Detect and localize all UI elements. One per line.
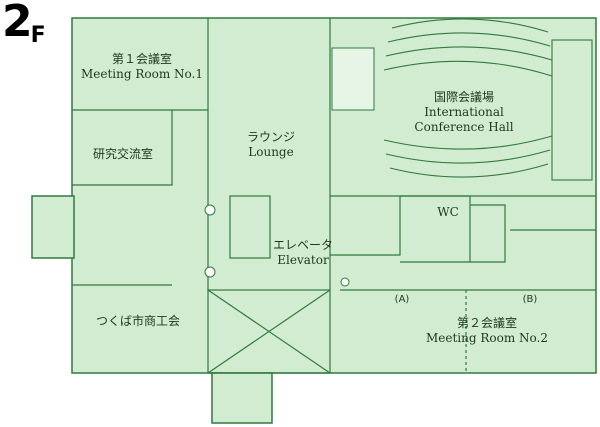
lounge-ja: ラウンジ xyxy=(246,130,295,144)
meeting-room-1-label: 第１会議室 Meeting Room No.1 xyxy=(80,52,204,82)
section-b-label: (B) xyxy=(520,294,540,307)
conference-hall-en-1: International xyxy=(424,105,504,119)
chamber-label: つくば市商工会 xyxy=(90,314,186,329)
research-room-label: 研究交流室 xyxy=(80,147,166,162)
research-room-wall xyxy=(72,110,173,186)
meeting-room-2-en: Meeting Room No.2 xyxy=(425,331,548,345)
section-a-text: (A) xyxy=(394,294,410,305)
door xyxy=(340,277,350,287)
floor-label: 2F xyxy=(2,0,48,48)
meeting-room-2-ja: 第２会議室 xyxy=(456,316,517,330)
elevator-ja: エレベータ xyxy=(272,238,333,252)
seating-row xyxy=(387,32,551,47)
meeting-room-2-label: 第２会議室 Meeting Room No.2 xyxy=(412,316,562,346)
small-room xyxy=(331,47,375,111)
lounge-label: ラウンジ Lounge xyxy=(238,130,304,160)
seating-row xyxy=(385,46,553,61)
meeting-room-1-ja: 第１会議室 xyxy=(111,52,172,66)
seating-row xyxy=(383,135,553,150)
floor-letter: F xyxy=(30,23,46,48)
lounge-en: Lounge xyxy=(248,145,294,159)
conference-hall-en-2: Conference Hall xyxy=(414,120,514,134)
atrium-void-cross-2 xyxy=(207,289,331,374)
section-b-text: (B) xyxy=(522,294,538,305)
wc-label: WC xyxy=(436,205,460,220)
section-a-label: (A) xyxy=(392,294,412,307)
conference-hall-ja: 国際会議場 xyxy=(433,90,494,104)
elevator-wall xyxy=(330,196,401,256)
seating-row xyxy=(385,149,551,164)
elevator-label: エレベータ Elevator xyxy=(266,238,340,268)
elevator-en: Elevator xyxy=(277,253,329,267)
left-stair-wing xyxy=(31,195,75,259)
stage xyxy=(551,39,593,181)
wc-en: WC xyxy=(437,205,459,219)
door xyxy=(204,266,216,278)
conference-hall-label: 国際会議場 International Conference Hall xyxy=(410,90,518,135)
atrium-void xyxy=(207,289,331,374)
bottom-entrance xyxy=(211,372,273,424)
wc-block xyxy=(400,195,471,263)
seating-row xyxy=(391,18,549,33)
meeting-room-1-en: Meeting Room No.1 xyxy=(80,67,203,81)
chamber-ja: つくば市商工会 xyxy=(95,314,180,328)
seating-row xyxy=(389,163,549,178)
research-room-ja: 研究交流室 xyxy=(92,147,153,161)
floor-number: 2 xyxy=(2,0,33,47)
lounge-stair xyxy=(229,195,271,259)
door xyxy=(204,204,216,216)
seating-row xyxy=(383,60,553,77)
service-stair-2 xyxy=(470,204,506,263)
